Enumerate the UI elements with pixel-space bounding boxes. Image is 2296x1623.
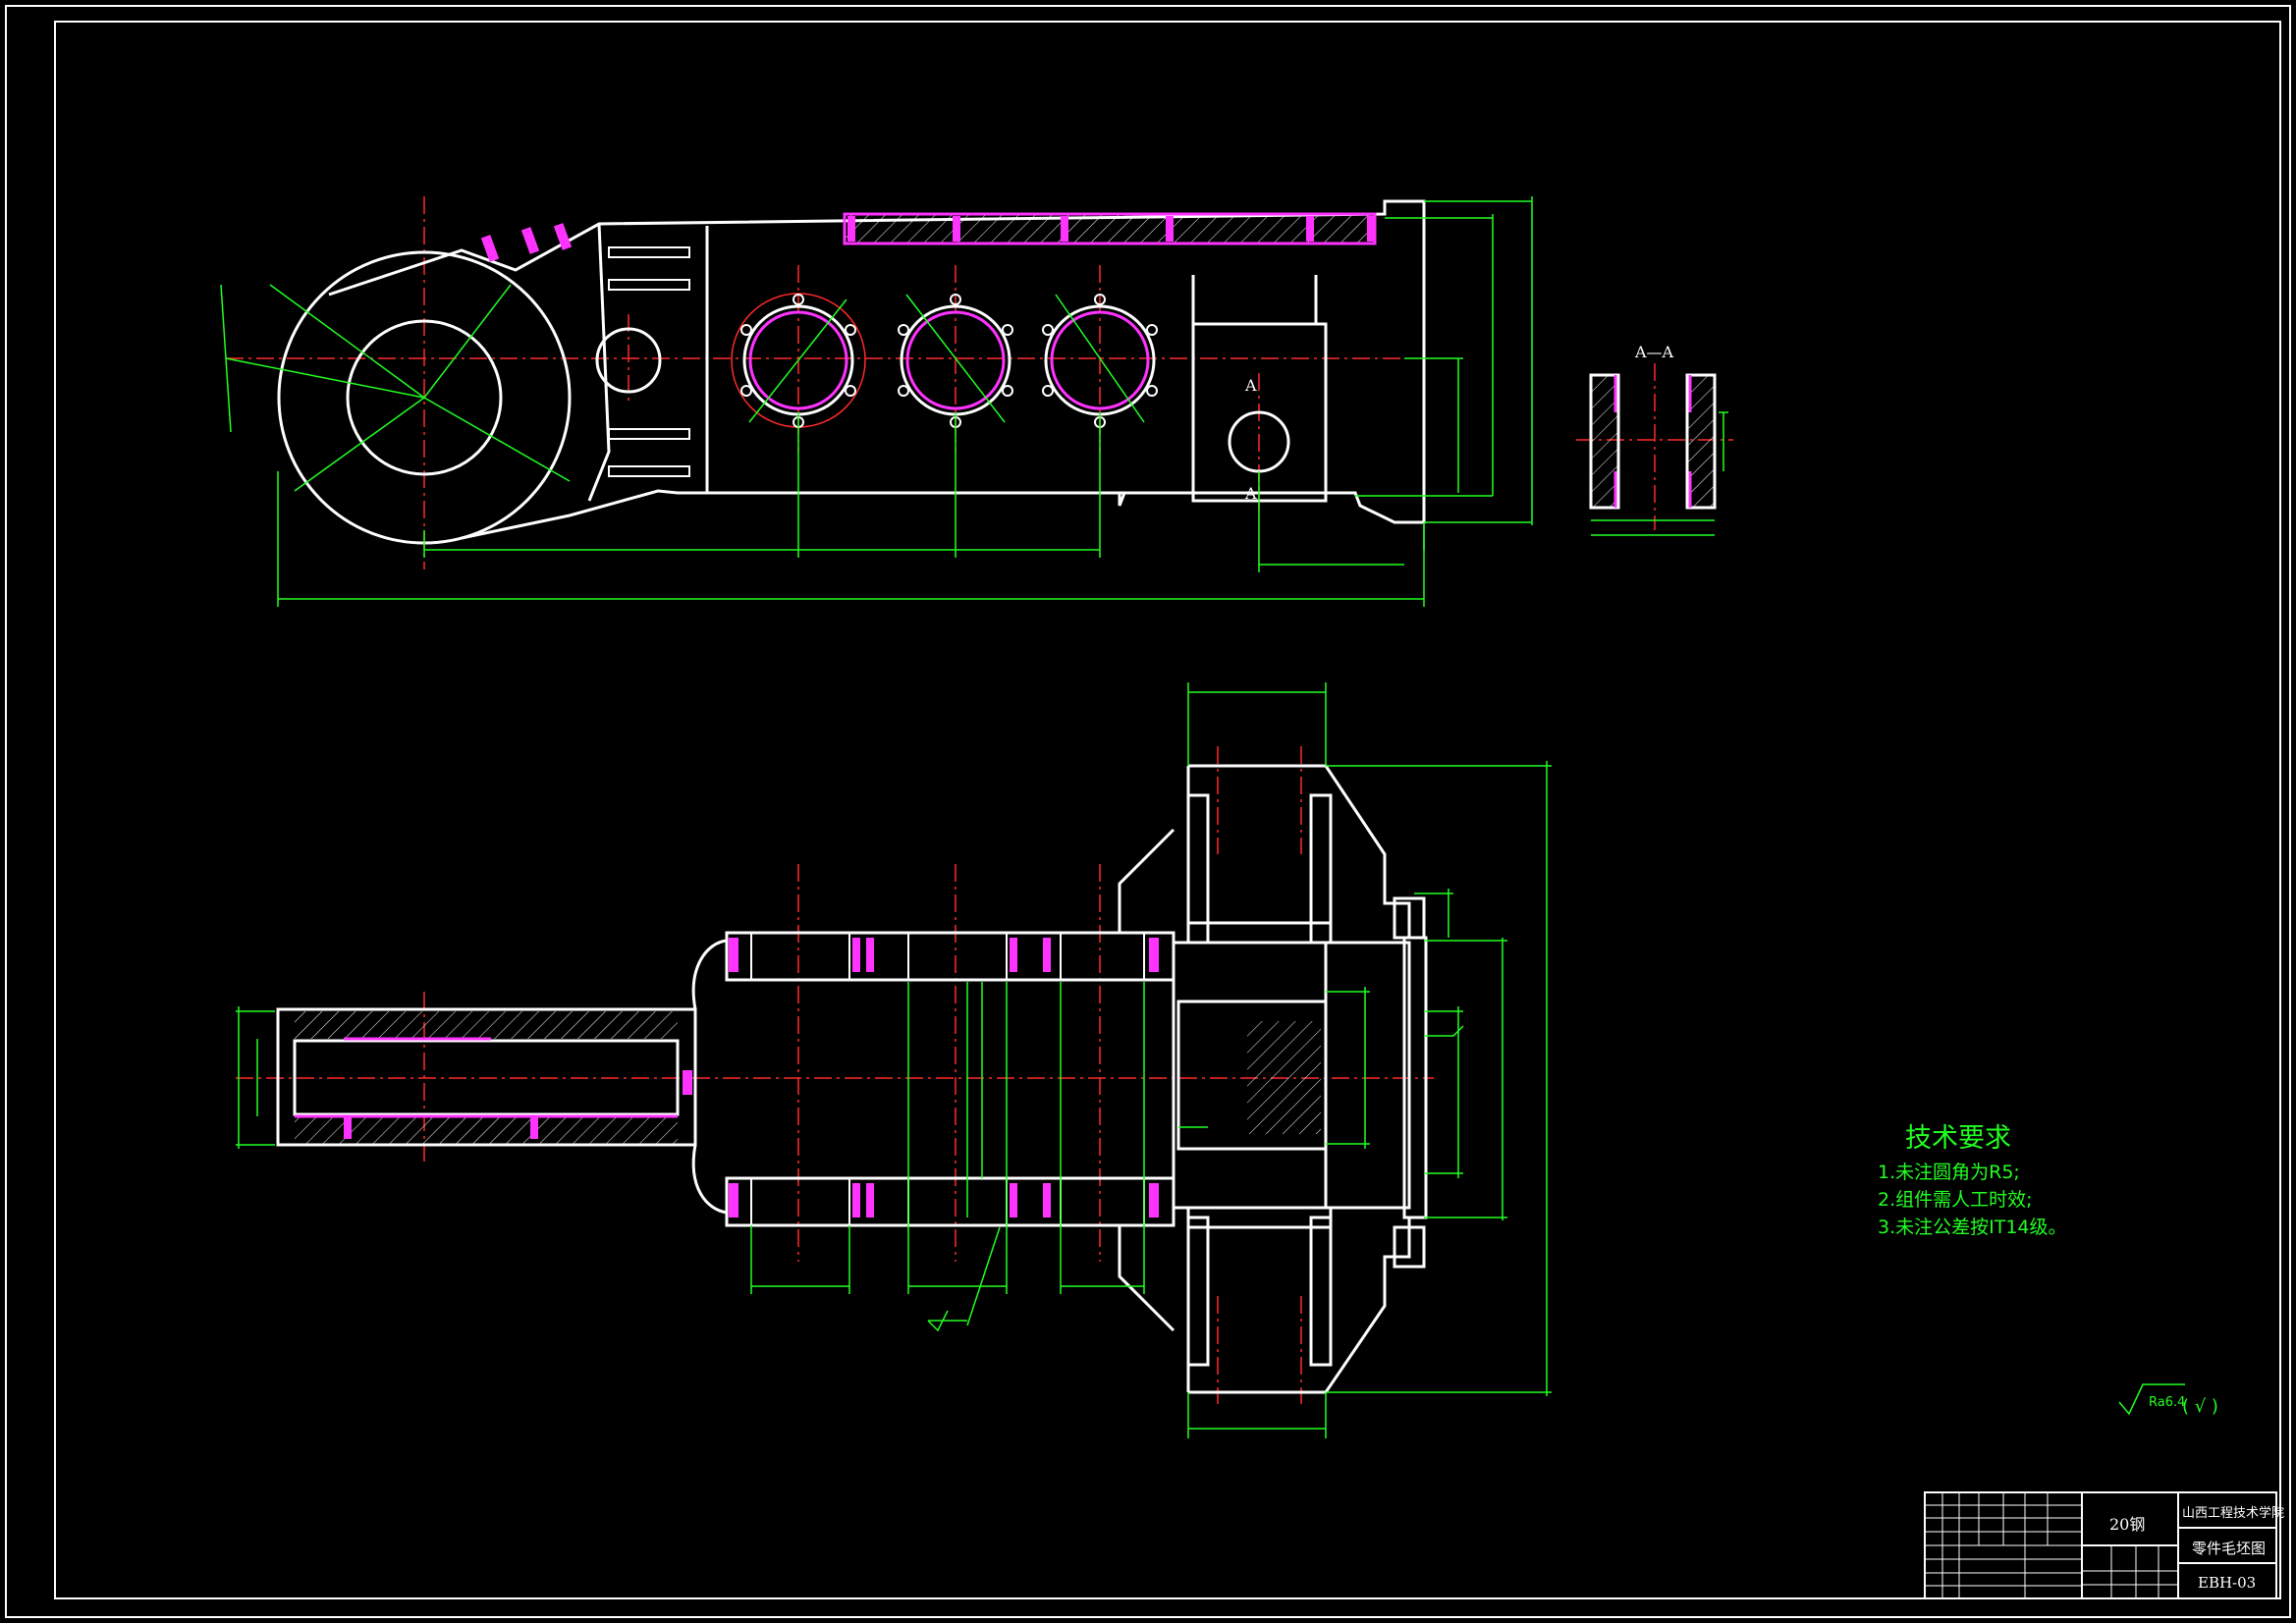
title-school: 山西工程技术学院	[2182, 1505, 2284, 1521]
title-block: 20钢 山西工程技术学院 零件毛坯图 EBH-03	[1924, 1491, 2284, 1599]
top-view	[236, 682, 1552, 1438]
title-drawing-no: EBH-03	[2198, 1574, 2256, 1592]
inner-frame	[54, 21, 2281, 1599]
tech-req-item-2: 2.组件需人工时效;	[1878, 1189, 2033, 1211]
roughness-note: Ra6.4 ( √ )	[2118, 1383, 2218, 1417]
roughness-suffix: ( √ )	[2182, 1396, 2218, 1417]
tech-req-title: 技术要求	[1905, 1123, 2011, 1154]
tech-req-item-1: 1.未注圆角为R5;	[1878, 1162, 2020, 1183]
title-drawing-name: 零件毛坯图	[2192, 1540, 2266, 1557]
section-mark-top: A	[1244, 376, 1257, 395]
technical-requirements: 技术要求 1.未注圆角为R5; 2.组件需人工时效; 3.未注公差按IT14级。	[1878, 1123, 2067, 1238]
section-a-a-label: A—A	[1634, 343, 1674, 361]
tech-req-item-3: 3.未注公差按IT14级。	[1878, 1217, 2067, 1238]
section-mark-bottom: A	[1244, 484, 1257, 503]
title-material: 20钢	[2109, 1515, 2145, 1534]
roughness-value: Ra6.4	[2149, 1395, 2185, 1410]
outer-frame	[5, 5, 2291, 1618]
front-view: A A	[220, 196, 1533, 607]
section-a-a-view: A—A	[1576, 343, 1733, 536]
